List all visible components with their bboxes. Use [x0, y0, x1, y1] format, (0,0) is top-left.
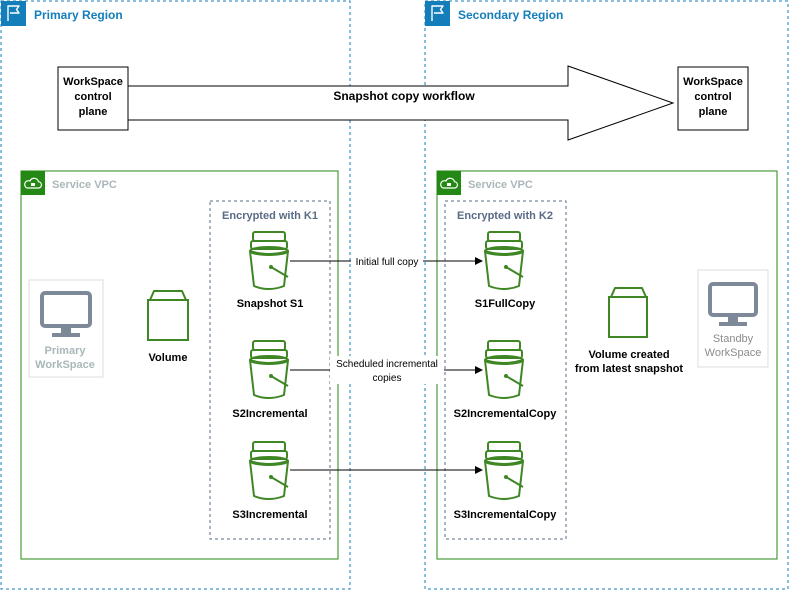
control-plane-line: plane	[79, 106, 108, 118]
volume-icon	[608, 287, 648, 338]
encrypted-k1-title: Encrypted with K1	[222, 210, 318, 222]
volume-created-line: from latest snapshot	[575, 363, 684, 375]
scheduled-copy-arrow: Scheduled incremental copies	[290, 356, 483, 384]
region-flag-icon	[1, 1, 26, 26]
snapshot-copy-workflow-arrow: Snapshot copy workflow	[126, 65, 675, 141]
control-plane-line: WorkSpace	[683, 76, 743, 88]
vpc-cloud-icon	[21, 171, 45, 195]
standby-workspace: Standby WorkSpace	[697, 269, 769, 368]
control-plane-line: WorkSpace	[63, 76, 123, 88]
copy-label: S2IncrementalCopy	[454, 408, 558, 420]
primary-volume: Volume	[147, 290, 189, 364]
scheduled-copy-label: Scheduled incremental	[336, 359, 438, 370]
snapshot-s2: S2Incremental	[232, 340, 308, 420]
s3-bucket-icon	[484, 231, 524, 290]
snapshot-label: S3Incremental	[232, 509, 307, 521]
encrypted-k2-title: Encrypted with K2	[457, 210, 553, 222]
control-plane-line: control	[694, 91, 731, 103]
primary-region-title: Primary Region	[34, 8, 123, 22]
s3-bucket-icon	[484, 441, 524, 500]
s3-bucket-icon	[484, 340, 524, 399]
snapshot-label: S2Incremental	[232, 408, 307, 420]
primary-workspace: Primary WorkSpace	[28, 279, 104, 378]
workspace-label-line: WorkSpace	[35, 359, 95, 371]
workspace-label-line: Standby	[713, 333, 754, 345]
snapshot-s1: Snapshot S1	[237, 231, 304, 310]
copy-label: S3IncrementalCopy	[454, 509, 558, 521]
initial-copy-label: Initial full copy	[356, 257, 419, 268]
secondary-region-title: Secondary Region	[458, 8, 563, 22]
control-plane-line: control	[74, 91, 111, 103]
secondary-region: Secondary Region	[424, 0, 789, 590]
copy-s2: S2IncrementalCopy	[454, 340, 558, 420]
region-flag-icon	[425, 1, 450, 26]
snapshot-label: Snapshot S1	[237, 298, 304, 310]
desktop-monitor-icon	[40, 291, 92, 337]
s3-bucket-icon	[249, 441, 289, 500]
s3-bucket-icon	[249, 231, 289, 290]
vpc-title: Service VPC	[468, 179, 533, 191]
volume-created-line: Volume created	[588, 349, 669, 361]
volume-icon	[147, 290, 189, 341]
copy-s1: S1FullCopy	[475, 231, 536, 310]
primary-control-plane: WorkSpace control plane	[57, 66, 129, 131]
control-plane-line: plane	[699, 106, 728, 118]
initial-copy-arrow: Initial full copy	[290, 254, 483, 268]
workspace-label-line: WorkSpace	[705, 347, 762, 359]
secondary-control-plane: WorkSpace control plane	[677, 66, 749, 131]
encrypted-group-k2: Encrypted with K2	[444, 200, 567, 540]
vpc-cloud-icon	[437, 171, 461, 195]
desktop-monitor-icon	[708, 282, 758, 326]
vpc-title: Service VPC	[52, 179, 117, 191]
volume-label: Volume	[149, 352, 188, 364]
workspace-label-line: Primary	[45, 345, 87, 357]
copy-label: S1FullCopy	[475, 298, 536, 310]
secondary-volume: Volume created from latest snapshot	[575, 287, 684, 375]
workflow-label: Snapshot copy workflow	[333, 89, 475, 103]
scheduled-copy-label: copies	[373, 373, 402, 384]
snapshot-s3: S3Incremental	[232, 441, 308, 521]
copy-s3: S3IncrementalCopy	[454, 441, 558, 521]
primary-region: Primary Region	[0, 0, 351, 590]
s3-bucket-icon	[249, 340, 289, 399]
